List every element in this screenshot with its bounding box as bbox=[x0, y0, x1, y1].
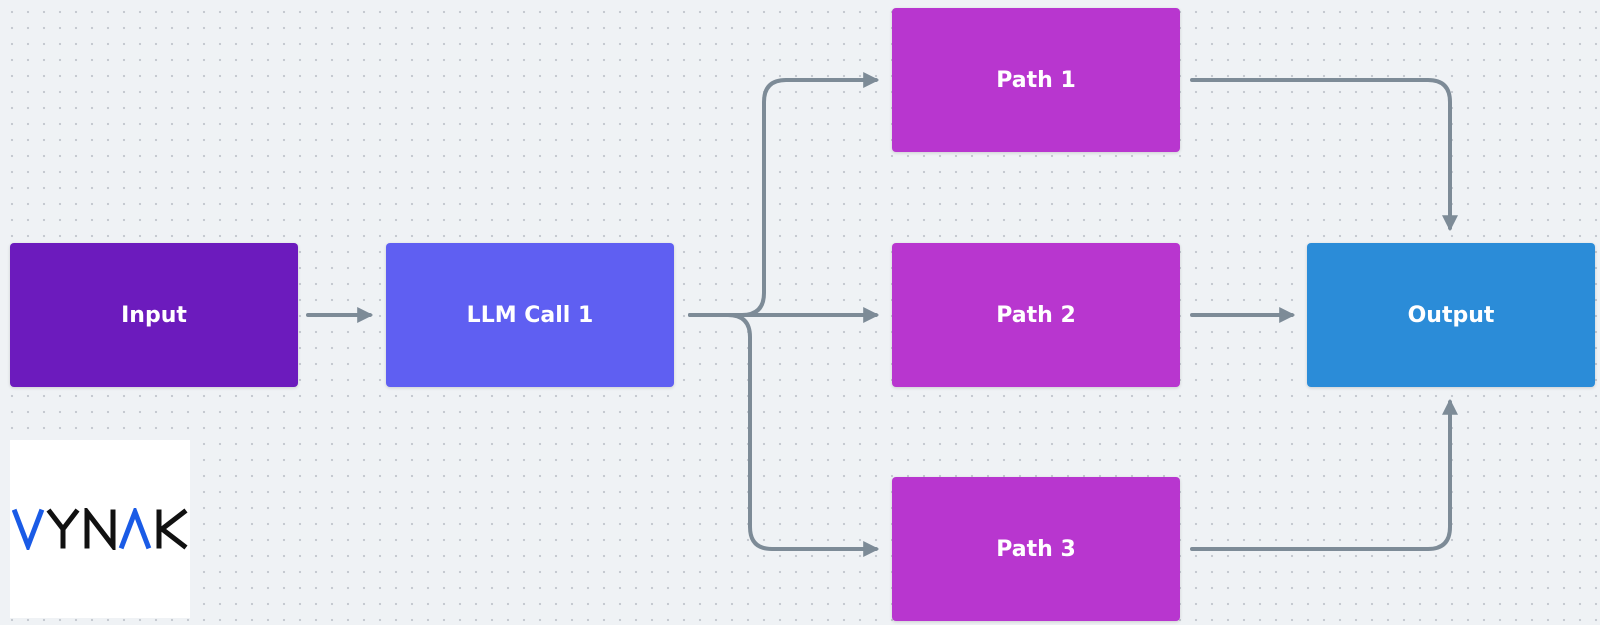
edge-path3-to-output bbox=[1190, 398, 1458, 551]
node-output-label: Output bbox=[1407, 302, 1495, 328]
edge-llm-to-path1 bbox=[688, 72, 880, 317]
node-path-3[interactable]: Path 3 bbox=[892, 477, 1180, 621]
node-llm-call-1-label: LLM Call 1 bbox=[466, 302, 594, 328]
edge-llm-to-path3 bbox=[688, 313, 880, 557]
node-output[interactable]: Output bbox=[1307, 243, 1595, 387]
node-input[interactable]: Input bbox=[10, 243, 298, 387]
node-llm-call-1[interactable]: LLM Call 1 bbox=[386, 243, 674, 387]
node-path-2[interactable]: Path 2 bbox=[892, 243, 1180, 387]
node-path-2-label: Path 2 bbox=[996, 302, 1076, 328]
vynak-logo bbox=[10, 440, 190, 618]
node-input-label: Input bbox=[121, 302, 187, 328]
vynak-logo-mark bbox=[12, 508, 188, 550]
node-path-1-label: Path 1 bbox=[996, 67, 1076, 93]
edge-path1-to-output bbox=[1190, 78, 1458, 232]
node-path-1[interactable]: Path 1 bbox=[892, 8, 1180, 152]
node-path-3-label: Path 3 bbox=[996, 536, 1076, 562]
